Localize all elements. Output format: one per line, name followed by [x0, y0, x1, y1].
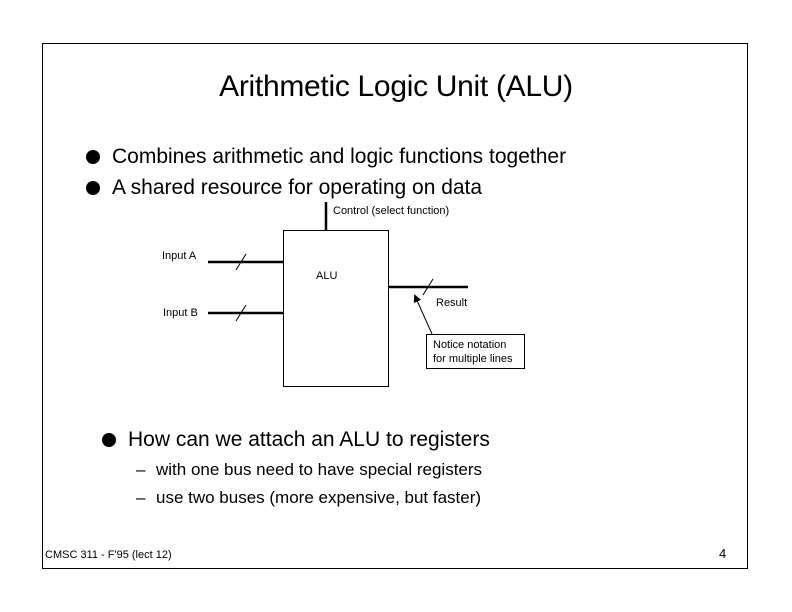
- course-footer: CMSC 311 - F'95 (lect 12): [45, 549, 172, 561]
- alu-label: ALU: [316, 270, 338, 282]
- notation-arrow: [413, 294, 433, 335]
- bullet-item: How can we attach an ALU to registers: [102, 428, 490, 452]
- sub-bullet: –use two buses (more expensive, but fast…: [136, 488, 481, 508]
- alu-block: [283, 230, 389, 387]
- sub-bullet-text: with one bus need to have special regist…: [156, 460, 483, 479]
- bullet-item: A shared resource for operating on data: [86, 176, 482, 200]
- sub-bullet-text: use two buses (more expensive, but faste…: [156, 488, 482, 507]
- bullet-item: Combines arithmetic and logic functions …: [86, 145, 566, 169]
- input-a-slash: [235, 253, 247, 271]
- result-slash: [422, 278, 434, 296]
- slide-title: Arithmetic Logic Unit (ALU): [219, 70, 573, 103]
- page-number: 4: [719, 546, 727, 561]
- control-label: Control (select function): [333, 205, 450, 217]
- bullet-text: A shared resource for operating on data: [112, 176, 483, 199]
- bullet-dot-icon: [86, 181, 100, 195]
- bullet-text: Combines arithmetic and logic functions …: [112, 145, 567, 168]
- sub-bullet: –with one bus need to have special regis…: [136, 460, 482, 480]
- slide-frame: [42, 43, 748, 569]
- notation-note: Notice notation for multiple lines: [426, 334, 525, 369]
- result-label: Result: [436, 297, 468, 309]
- question-text: How can we attach an ALU to registers: [128, 428, 490, 451]
- dash-icon: –: [136, 460, 146, 479]
- dash-icon: –: [136, 488, 146, 507]
- note-line: for multiple lines: [433, 353, 513, 365]
- bullet-dot-icon: [102, 433, 116, 447]
- input-b-label: Input B: [163, 307, 198, 319]
- input-a-label: Input A: [162, 250, 197, 262]
- bullet-dot-icon: [86, 150, 100, 164]
- input-b-slash: [235, 304, 247, 322]
- note-line: Notice notation: [433, 339, 507, 351]
